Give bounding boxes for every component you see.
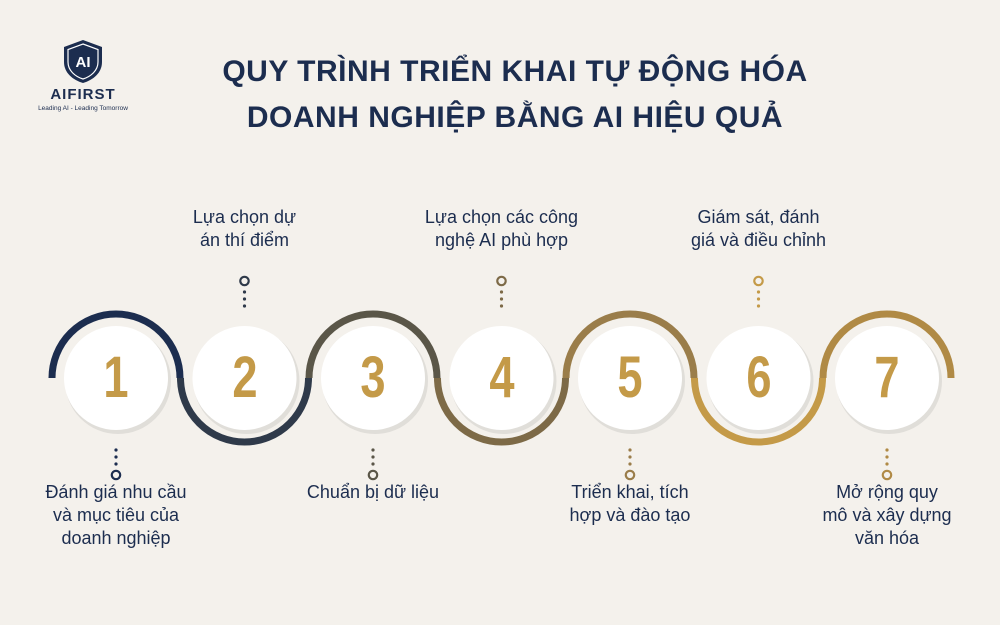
- step-label-line: Lựa chọn dự: [192, 207, 297, 227]
- connector-dot: [371, 455, 375, 459]
- step-circle: [578, 326, 682, 430]
- step-label: Giám sát, đánh giá và điều chỉnh: [669, 206, 849, 252]
- connector-dot: [114, 462, 118, 466]
- step-number: 6: [745, 345, 772, 410]
- step-label-line: Chuẩn bị dữ liệu: [306, 482, 440, 502]
- connector-marker-icon: [239, 275, 250, 287]
- logo-mark-text: AI: [76, 54, 91, 71]
- step-label-line: Lựa chọn các công: [424, 207, 579, 227]
- step-label: Lựa chọn các công nghệ AI phù hợp: [412, 206, 592, 252]
- step-label-line: giá và điều chỉnh: [690, 230, 827, 250]
- step-ring-arc: [691, 377, 826, 446]
- step-number: 7: [874, 345, 900, 410]
- connector-marker-icon: [110, 469, 122, 481]
- connector-dot: [499, 297, 504, 301]
- connector-marker-icon: [881, 469, 893, 481]
- step-label-line: và mục tiêu của: [52, 505, 180, 525]
- step-ring-arc: [434, 377, 569, 446]
- connector-dot: [242, 297, 247, 301]
- step-label-line: nghệ AI phù hợp: [435, 230, 568, 250]
- page-title-line-2: DOANH NGHIỆP BẰNG AI HIỆU QUẢ: [246, 101, 784, 134]
- connector-dot: [628, 462, 632, 466]
- connector-dot: [885, 448, 889, 452]
- connector-dot: [242, 290, 247, 294]
- connector-marker-icon: [624, 469, 636, 481]
- step-circle: [64, 326, 168, 430]
- connector-dot: [756, 304, 761, 308]
- step-label-line: Mở rộng quy: [836, 482, 938, 502]
- connector-dot: [371, 448, 375, 452]
- step-circle: [321, 326, 425, 430]
- step-label: Lựa chọn dự án thí điểm: [155, 206, 335, 252]
- connector-dot: [885, 462, 889, 466]
- step-ring-arc: [305, 310, 441, 379]
- connector-dot: [499, 290, 504, 294]
- step-number: 5: [617, 345, 643, 410]
- step-ring-arc: [177, 377, 312, 446]
- step-ring-arc: [819, 310, 955, 379]
- brand-name: AIFIRST: [50, 86, 116, 103]
- connector-dot: [371, 462, 375, 466]
- shield-logo-icon: AI: [64, 40, 102, 83]
- step-circle: [706, 326, 811, 430]
- step-circle: [449, 326, 554, 430]
- brand-tagline: Leading AI - Leading Tomorrow: [38, 105, 128, 112]
- connector-dot: [499, 304, 504, 308]
- step-label-line: Đánh giá nhu cầu: [45, 482, 187, 502]
- connector-marker-icon: [496, 275, 507, 287]
- brand-logo: AI AIFIRST Leading AI - Leading Tomorrow: [28, 38, 138, 112]
- step-label: Đánh giá nhu cầu và mục tiêu của doanh ngh…: [26, 481, 206, 550]
- step-label-line: Triển khai, tích: [571, 482, 689, 502]
- step-label-line: doanh nghiệp: [61, 528, 171, 548]
- connector-dot: [114, 455, 118, 459]
- step-number: 1: [103, 345, 129, 410]
- step-number: 3: [360, 345, 386, 410]
- connector-marker-icon: [367, 469, 379, 481]
- step-ring-arc: [562, 310, 698, 379]
- step-label-line: Giám sát, đánh: [697, 207, 820, 227]
- connector-marker-icon: [753, 275, 764, 287]
- step-label-line: văn hóa: [854, 528, 920, 548]
- connector-dot: [885, 455, 889, 459]
- step-label: Triển khai, tích hợp và đào tạo: [540, 481, 720, 527]
- page-title-line-1: QUY TRÌNH TRIỂN KHAI TỰ ĐỘNG HÓA: [222, 55, 808, 88]
- step-ring-arc: [48, 310, 184, 379]
- step-label: Mở rộng quy mô và xây dựng văn hóa: [797, 481, 977, 550]
- connector-dot: [628, 448, 632, 452]
- step-label-line: mô và xây dựng: [822, 505, 952, 525]
- connector-dot: [756, 290, 761, 294]
- step-label-line: hợp và đào tạo: [569, 505, 691, 525]
- step-circle: [192, 326, 297, 430]
- step-label-line: án thí điểm: [199, 230, 290, 250]
- step-circle: [835, 326, 939, 430]
- connector-dot: [628, 455, 632, 459]
- step-label: Chuẩn bị dữ liệu: [283, 481, 463, 504]
- step-number: 4: [488, 345, 515, 410]
- connector-dot: [242, 304, 247, 308]
- step-number: 2: [231, 345, 258, 410]
- connector-dot: [114, 448, 118, 452]
- connector-dot: [756, 297, 761, 301]
